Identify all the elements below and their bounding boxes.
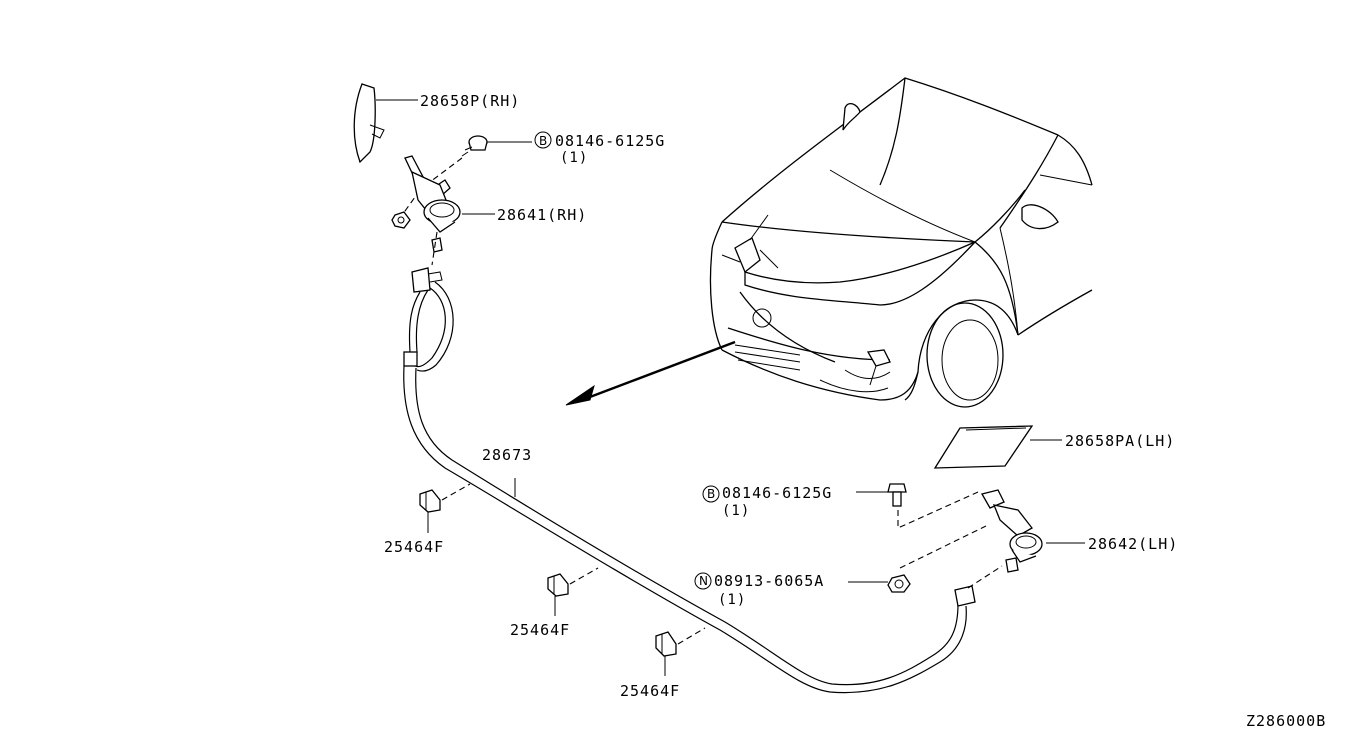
clip-2 bbox=[547, 573, 569, 616]
label-bolt-lh-qty: (1) bbox=[722, 503, 750, 519]
label-28658p-rh: 28658P(RH) bbox=[420, 92, 520, 110]
nozzle-cover-lh bbox=[933, 425, 1062, 469]
nozzle-lh bbox=[981, 489, 1085, 573]
label-bolt-rh-symbol: B bbox=[539, 134, 547, 148]
part-labels: 28658P(RH) B 08146-6125G (1) 28641(RH) 2… bbox=[384, 92, 1326, 730]
bolt-rh bbox=[461, 131, 552, 157]
direction-arrow bbox=[565, 340, 736, 406]
nozzle-rh bbox=[391, 155, 495, 253]
label-25464f-1: 25464F bbox=[384, 538, 444, 556]
label-nut-symbol: N bbox=[699, 574, 708, 588]
car-illustration bbox=[709, 77, 1093, 408]
label-28673: 28673 bbox=[482, 446, 532, 464]
washer-hose bbox=[403, 267, 976, 694]
label-28658pa-lh: 28658PA(LH) bbox=[1065, 432, 1175, 450]
label-25464f-3: 25464F bbox=[620, 682, 680, 700]
bolt-lh bbox=[702, 483, 907, 507]
label-28642-lh: 28642(LH) bbox=[1088, 535, 1178, 553]
nut-lh bbox=[694, 572, 911, 593]
label-nut-part: 08913-6065A bbox=[714, 572, 824, 590]
label-bolt-rh-part: 08146-6125G bbox=[555, 132, 665, 150]
label-25464f-2: 25464F bbox=[510, 621, 570, 639]
clip-1 bbox=[419, 489, 441, 533]
label-bolt-rh-qty: (1) bbox=[560, 150, 588, 166]
clip-3 bbox=[655, 631, 677, 676]
nozzle-cover-rh bbox=[353, 83, 418, 164]
label-28641-rh: 28641(RH) bbox=[497, 206, 587, 224]
diagram-code: Z286000B bbox=[1246, 712, 1326, 730]
label-bolt-lh-symbol: B bbox=[707, 487, 715, 501]
label-nut-qty: (1) bbox=[718, 592, 746, 608]
label-bolt-lh-part: 08146-6125G bbox=[722, 484, 832, 502]
